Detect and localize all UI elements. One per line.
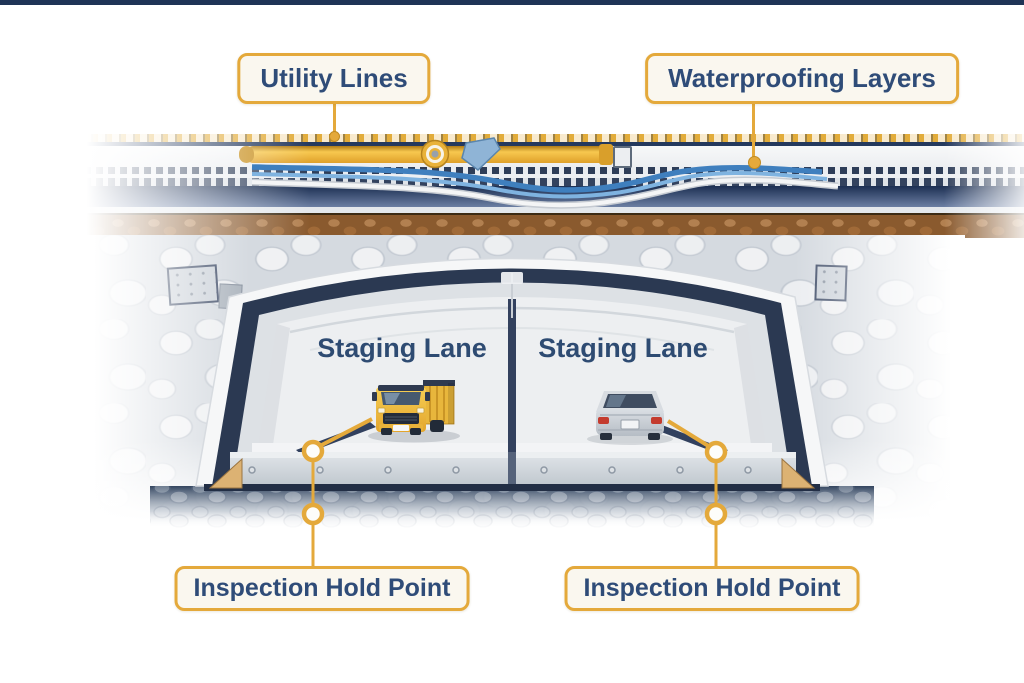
waterproofing-layers-callout: Waterproofing Layers (645, 53, 959, 104)
staging-lane-label-left: Staging Lane (317, 333, 487, 363)
corridor-navy-line (0, 142, 1024, 146)
inspection-hold-point-left-callout: Inspection Hold Point (174, 566, 470, 611)
corridor-gold-dashed-layer (0, 134, 1024, 142)
waterproofing-dashed-layer-1 (0, 167, 1024, 174)
corridor-right-fade (944, 124, 1024, 238)
utility-cables (251, 164, 839, 209)
hold-point-marker (301, 502, 325, 526)
hold-point-marker (704, 440, 728, 464)
right-timber-wedge (781, 457, 816, 489)
waterproofing-gap (0, 174, 1024, 178)
utility-pipe-end-flange (599, 144, 613, 165)
hold-point-marker (704, 502, 728, 526)
tunnel-structure (195, 257, 829, 491)
corridor-light-band (0, 207, 1024, 213)
waterproofing-leader-dot (748, 156, 761, 169)
inspection-leader-left (301, 417, 373, 567)
truck-icon (368, 380, 460, 443)
center-divider-wall (508, 299, 516, 453)
inspection-leader-right (666, 419, 728, 567)
utility-leader-line (333, 100, 336, 134)
waterproofing-leader-line (752, 100, 755, 158)
blue-wedge-fitting (461, 137, 501, 171)
pipe-valve-icon (420, 137, 501, 171)
left-timber-wedge (208, 457, 243, 489)
hold-point-marker (301, 439, 325, 463)
rubble-band (150, 486, 874, 528)
car-icon (587, 391, 673, 445)
utility-pipe-bracket (613, 146, 632, 168)
sill-bolt-dots (248, 466, 752, 474)
utility-leader-dot (329, 131, 340, 142)
tunnel-base-line (204, 484, 820, 491)
staging-lane-label-right: Staging Lane (538, 333, 708, 363)
utility-lines-callout: Utility Lines (237, 53, 431, 104)
inspection-hold-point-right-callout: Inspection Hold Point (564, 566, 860, 611)
corridor-top-line (0, 0, 1024, 5)
keystone-block (501, 272, 523, 284)
